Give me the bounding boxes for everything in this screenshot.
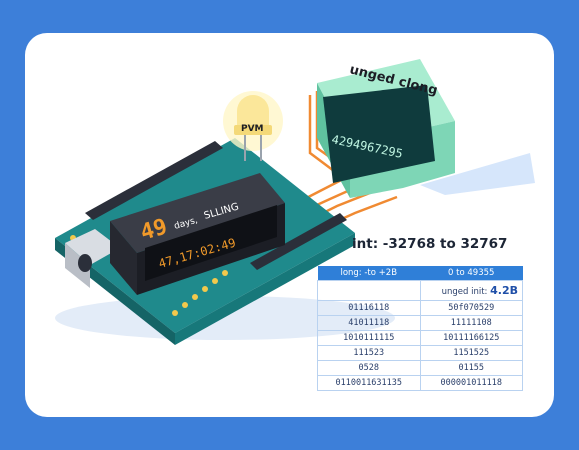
int-range-title: int: -32768 to 32767 — [352, 236, 508, 252]
unsigned-init-label: unged init: — [441, 287, 488, 297]
header-bottom — [250, 213, 347, 270]
table-cell: 41011118 — [317, 315, 421, 331]
subrow-left — [317, 280, 421, 301]
usb-port-top — [65, 229, 120, 265]
table-cell: 11111108 — [419, 315, 523, 331]
header-top — [85, 141, 223, 220]
power-jack — [78, 254, 92, 272]
led-base — [234, 125, 272, 135]
table-subrow: unged init: 4.2B — [317, 280, 523, 301]
lcd-screen — [145, 205, 277, 281]
table-cell: 000001011118 — [419, 375, 523, 391]
table-cell: 10111166125 — [419, 330, 523, 346]
range-table: long: -to +2B 0 to 49355 unged init: 4.2… — [317, 266, 523, 391]
table-cell: 50f070529 — [419, 300, 523, 316]
lcd-top — [110, 173, 285, 253]
header-long: long: -to +2B — [317, 266, 420, 281]
lcd-side — [110, 221, 137, 295]
table-cell: 111523 — [317, 345, 421, 361]
diagram-card: 49 days, SLLING 47,17:02:49 PVM unged cl… — [25, 33, 554, 417]
usb-port-side — [65, 243, 90, 288]
side-shadow — [420, 153, 535, 195]
table-cell: 01116118 — [317, 300, 421, 316]
subrow-right: unged init: 4.2B — [419, 280, 523, 301]
table-cell: 0528 — [317, 360, 421, 376]
table-cell: 0110011631135 — [317, 375, 421, 391]
led-label: PVM — [241, 124, 264, 134]
header-unsigned: 0 to 49355 — [420, 266, 523, 281]
unsigned-init-value: 4.2B — [490, 284, 518, 297]
led-bulb — [237, 95, 269, 125]
table-cell: 1151525 — [419, 345, 523, 361]
board-edge-right — [175, 233, 355, 345]
side-screen — [323, 85, 435, 183]
table-cell: 1010111115 — [317, 330, 421, 346]
arduino-illustration: 49 days, SLLING 47,17:02:49 PVM unged cl… — [55, 59, 535, 345]
table-cell: 01155 — [419, 360, 523, 376]
